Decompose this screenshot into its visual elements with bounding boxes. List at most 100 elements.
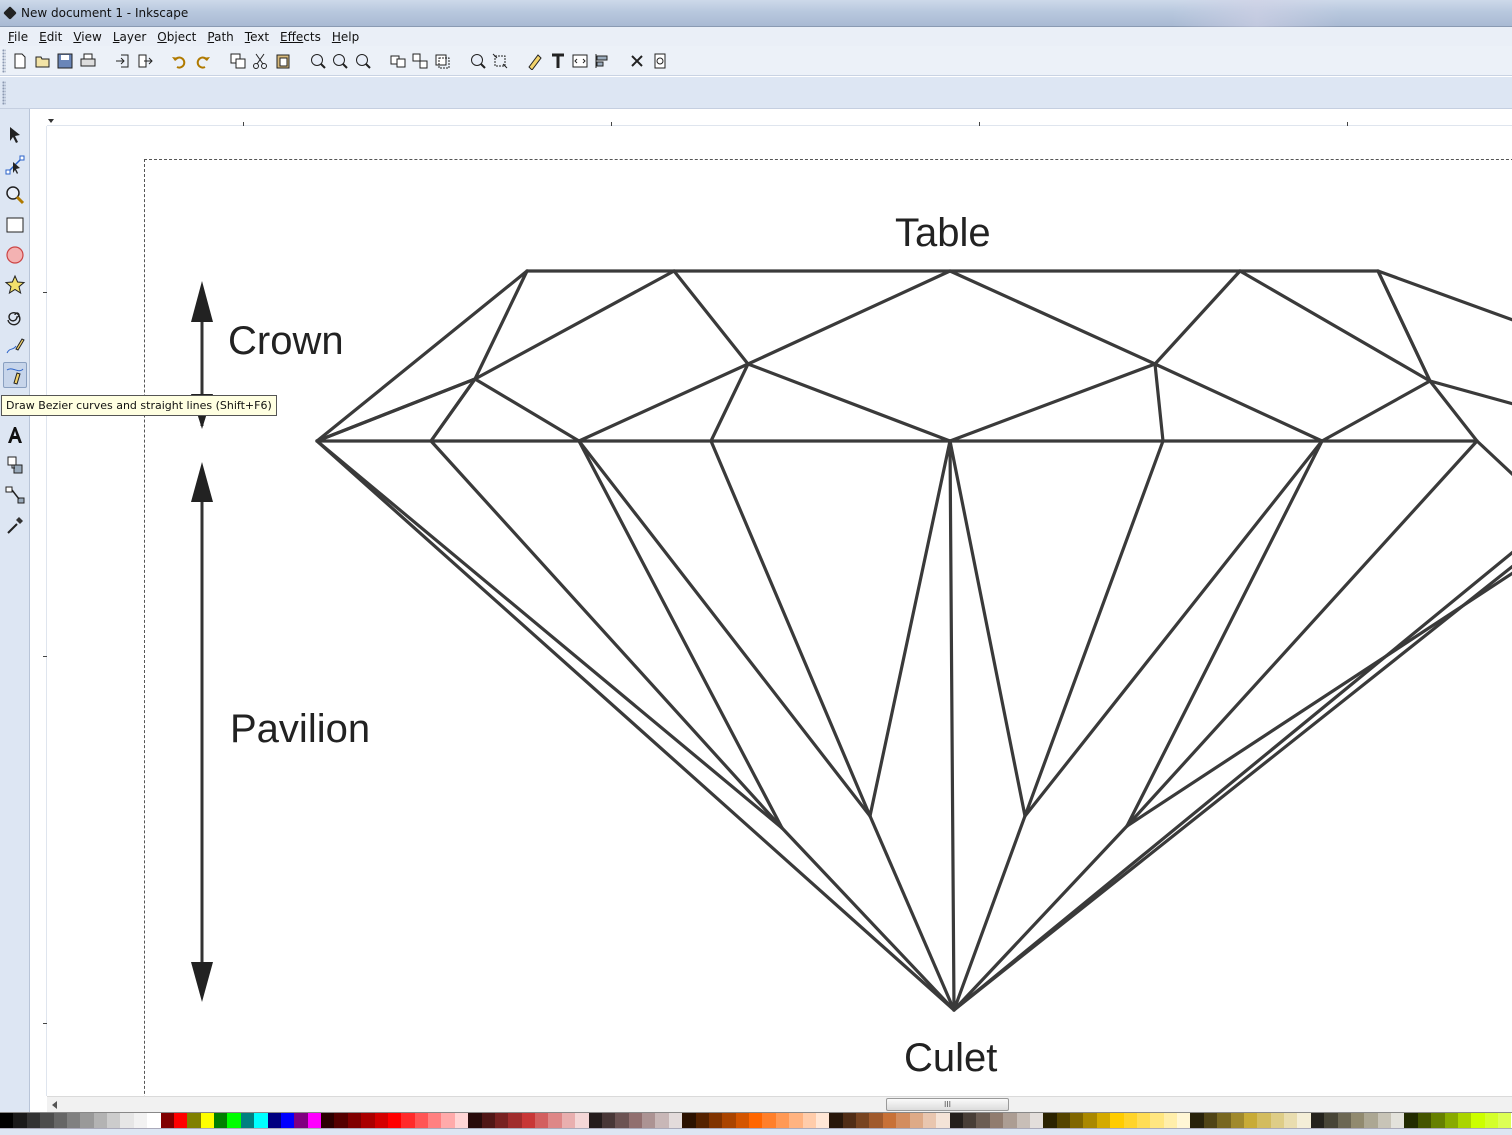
palette-swatch[interactable] — [1056, 1113, 1070, 1129]
palette-swatch[interactable] — [468, 1113, 482, 1129]
palette-swatch[interactable] — [1417, 1113, 1432, 1129]
menu-edit[interactable]: Edit — [39, 30, 62, 44]
palette-swatch[interactable] — [361, 1113, 375, 1129]
paste-icon[interactable] — [273, 51, 293, 71]
cut-icon[interactable] — [250, 51, 270, 71]
palette-swatch[interactable] — [775, 1113, 790, 1129]
palette-swatch[interactable] — [1324, 1113, 1338, 1129]
palette-swatch[interactable] — [1457, 1113, 1472, 1129]
palette-swatch[interactable] — [1136, 1113, 1151, 1129]
palette-swatch[interactable] — [414, 1113, 428, 1129]
zoom-page-icon[interactable] — [353, 51, 373, 71]
palette-swatch[interactable] — [1297, 1113, 1311, 1129]
dropper-tool-icon[interactable] — [3, 512, 27, 538]
palette-swatch[interactable] — [93, 1113, 107, 1129]
menu-text[interactable]: Text — [245, 30, 269, 44]
palette-swatch[interactable] — [682, 1113, 696, 1129]
menu-layer[interactable]: Layer — [113, 30, 146, 44]
duplicate-icon[interactable] — [228, 51, 248, 71]
zoom-drawing-icon[interactable] — [330, 51, 350, 71]
diamond-diagram[interactable]: Table Crown Pavilion Culet — [47, 126, 1512, 1096]
palette-swatch[interactable] — [588, 1113, 602, 1129]
palette-swatch[interactable] — [441, 1113, 455, 1129]
palette-swatch[interactable] — [1284, 1113, 1298, 1129]
palette-swatch[interactable] — [1444, 1113, 1458, 1129]
palette-swatch[interactable] — [856, 1113, 870, 1129]
palette-swatch[interactable] — [227, 1113, 241, 1129]
ellipse-tool-icon[interactable] — [3, 242, 27, 268]
palette-swatch[interactable] — [1070, 1113, 1084, 1129]
palette-swatch[interactable] — [66, 1113, 81, 1129]
palette-swatch[interactable] — [401, 1113, 415, 1129]
undo-icon[interactable] — [169, 51, 189, 71]
palette-swatch[interactable] — [749, 1113, 763, 1129]
palette-swatch[interactable] — [1337, 1113, 1351, 1129]
palette-swatch[interactable] — [1016, 1113, 1030, 1129]
palette-swatch[interactable] — [321, 1113, 335, 1129]
palette-swatch[interactable] — [561, 1113, 576, 1129]
palette-swatch[interactable] — [347, 1113, 362, 1129]
new-document-icon[interactable] — [10, 51, 30, 71]
palette-swatch[interactable] — [829, 1113, 843, 1129]
palette-swatch[interactable] — [387, 1113, 402, 1129]
palette-swatch[interactable] — [26, 1113, 41, 1129]
palette-swatch[interactable] — [1243, 1113, 1258, 1129]
group-icon[interactable] — [388, 51, 408, 71]
node-tool-icon[interactable] — [3, 152, 27, 178]
palette-swatch[interactable] — [896, 1113, 910, 1129]
star-tool-icon[interactable] — [3, 272, 27, 298]
palette-swatch[interactable] — [842, 1113, 856, 1129]
palette-swatch[interactable] — [80, 1113, 94, 1129]
palette-swatch[interactable] — [1163, 1113, 1177, 1129]
spiral-tool-icon[interactable] — [3, 302, 27, 328]
palette-swatch[interactable] — [869, 1113, 883, 1129]
import-icon[interactable] — [113, 51, 133, 71]
palette-swatch[interactable] — [334, 1113, 348, 1129]
palette-swatch[interactable] — [187, 1113, 201, 1129]
palette-swatch[interactable] — [1177, 1113, 1191, 1129]
palette-swatch[interactable] — [1190, 1113, 1204, 1129]
palette-swatch[interactable] — [708, 1113, 723, 1129]
vertical-ruler[interactable] — [30, 126, 47, 1096]
palette-swatch[interactable] — [1404, 1113, 1418, 1129]
align-icon[interactable] — [592, 51, 612, 71]
palette-swatch[interactable] — [494, 1113, 509, 1129]
palette-swatch[interactable] — [535, 1113, 549, 1129]
palette-swatch[interactable] — [976, 1113, 990, 1129]
palette-swatch[interactable] — [815, 1113, 830, 1129]
palette-swatch[interactable] — [1096, 1113, 1111, 1129]
palette-swatch[interactable] — [949, 1113, 963, 1129]
palette-swatch[interactable] — [668, 1113, 683, 1129]
horizontal-ruler[interactable] — [47, 109, 1512, 126]
palette-swatch[interactable] — [615, 1113, 629, 1129]
palette-swatch[interactable] — [735, 1113, 749, 1129]
palette-swatch[interactable] — [802, 1113, 816, 1129]
zoom-fit-icon[interactable] — [468, 51, 488, 71]
palette-swatch[interactable] — [240, 1113, 255, 1129]
palette-swatch[interactable] — [481, 1113, 495, 1129]
palette-swatch[interactable] — [214, 1113, 228, 1129]
palette-swatch[interactable] — [1270, 1113, 1284, 1129]
menu-object[interactable]: Object — [157, 30, 196, 44]
palette-swatch[interactable] — [1364, 1113, 1378, 1129]
palette-swatch[interactable] — [882, 1113, 897, 1129]
fill-stroke-icon[interactable] — [525, 51, 545, 71]
save-icon[interactable] — [55, 51, 75, 71]
preferences-icon[interactable] — [627, 51, 647, 71]
palette-swatch[interactable] — [1498, 1113, 1512, 1129]
palette-swatch[interactable] — [508, 1113, 522, 1129]
palette-swatch[interactable] — [1029, 1113, 1044, 1129]
palette-swatch[interactable] — [1257, 1113, 1271, 1129]
palette-swatch[interactable] — [1431, 1113, 1445, 1129]
palette-swatch[interactable] — [1203, 1113, 1218, 1129]
palette-swatch[interactable] — [1350, 1113, 1365, 1129]
menu-path[interactable]: Path — [207, 30, 233, 44]
palette-swatch[interactable] — [575, 1113, 589, 1129]
rectangle-tool-icon[interactable] — [3, 212, 27, 238]
palette-swatch[interactable] — [695, 1113, 709, 1129]
zoom-tool-icon[interactable] — [3, 182, 27, 208]
xml-editor-icon[interactable] — [570, 51, 590, 71]
pencil-tool-icon[interactable] — [3, 332, 27, 358]
palette-swatch[interactable] — [722, 1113, 736, 1129]
palette-swatch[interactable] — [1003, 1113, 1017, 1129]
